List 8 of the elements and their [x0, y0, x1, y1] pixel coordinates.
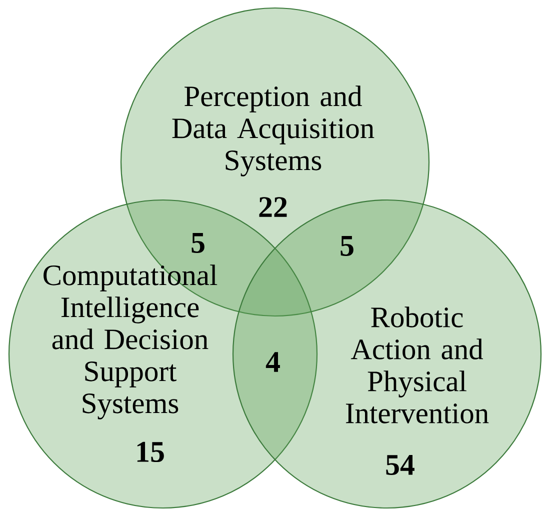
count-number: 15 [137, 442, 164, 462]
overlap-count: 4 [266, 352, 280, 372]
overlap-count: 5 [340, 236, 354, 256]
circle-label: Perception and Data Acquisition Systems [172, 86, 374, 176]
circle-label: Robotic Action and Physical Intervention [346, 306, 489, 424]
count-number: 54 [386, 454, 414, 476]
overlap-count: 5 [192, 233, 204, 253]
count-number: 22 [259, 197, 287, 217]
